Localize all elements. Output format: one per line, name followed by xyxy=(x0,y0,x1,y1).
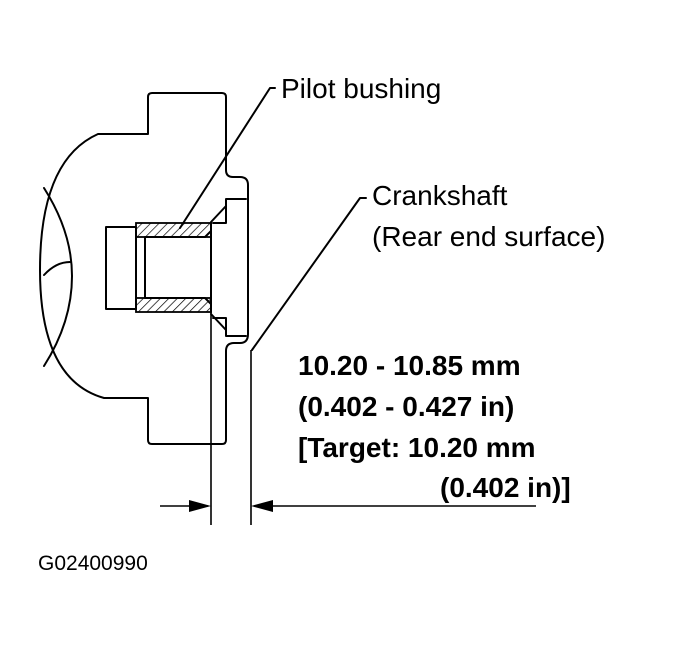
input-shaft-stub xyxy=(105,226,137,310)
pilot-bushing xyxy=(135,222,212,313)
crankshaft-label: Crankshaft xyxy=(372,180,508,211)
flange-diagonal-top xyxy=(210,205,227,223)
flange-diagonal-bottom xyxy=(210,313,227,331)
pilot-bushing-bottom-hatch xyxy=(135,297,212,313)
dimension-range-mm: 10.20 - 10.85 mm xyxy=(298,350,521,381)
dimension-arrow-left xyxy=(189,500,211,512)
crankshaft-note-label: (Rear end surface) xyxy=(372,221,605,252)
crankshaft-break-line xyxy=(43,187,73,367)
crankshaft-break-line-inner xyxy=(43,261,71,276)
crankshaft-outline xyxy=(39,92,249,445)
dimension-range-in: (0.402 - 0.427 in) xyxy=(298,391,514,422)
dimension-target-mm: [Target: 10.20 mm xyxy=(298,432,536,463)
pilot-bushing-label: Pilot bushing xyxy=(281,73,441,104)
crankshaft-leader xyxy=(251,197,367,351)
pilot-bushing-leader xyxy=(179,87,276,229)
dimension-arrow-right xyxy=(251,500,273,512)
crankshaft-rear-flange xyxy=(212,198,247,337)
pilot-bushing-bore xyxy=(144,230,212,305)
pilot-bushing-top-hatch xyxy=(135,222,212,238)
figure-code: G02400990 xyxy=(38,552,148,575)
dimension-target-in: (0.402 in)] xyxy=(440,472,571,503)
